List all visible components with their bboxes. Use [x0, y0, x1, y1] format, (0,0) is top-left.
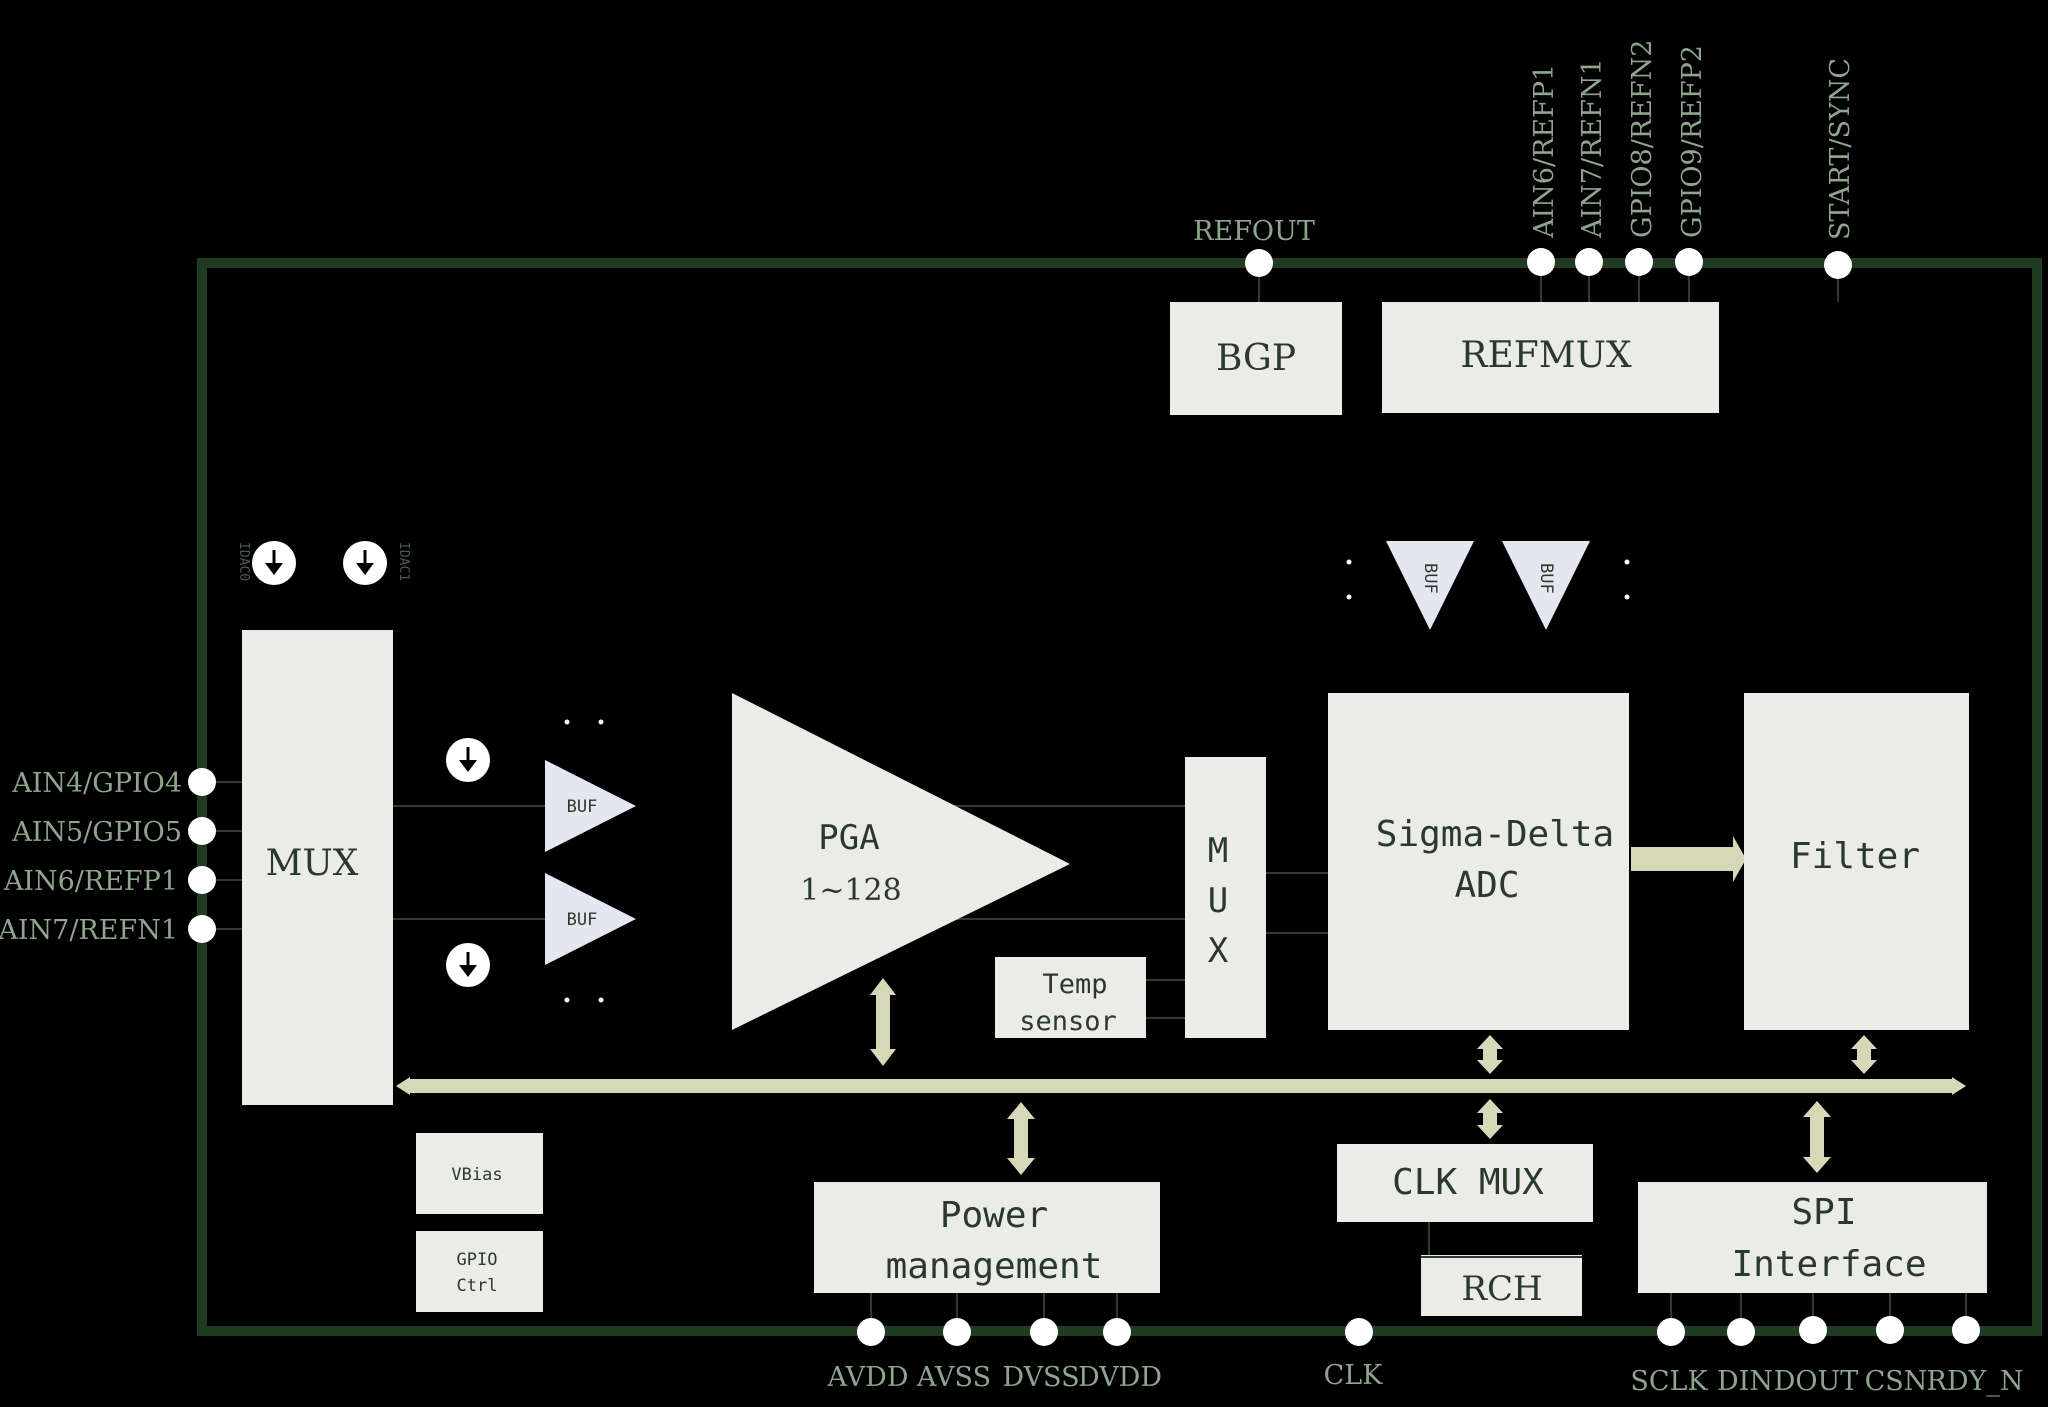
bias-arrow-bottom-icon: [444, 941, 492, 989]
pin-sclk: [1657, 1318, 1685, 1346]
bgp-label: BGP: [1216, 338, 1296, 379]
mux-mid-block: [1185, 757, 1266, 1038]
label-avdd: AVDD: [827, 1362, 909, 1393]
vbias-block: [416, 1133, 543, 1214]
filter-label: Filter: [1790, 836, 1920, 877]
internal-bus: [396, 1077, 1966, 1095]
label-ref-1: AIN7/REFN1: [1577, 58, 1608, 239]
pin-avdd: [857, 1318, 885, 1346]
pin-left-0: [188, 768, 216, 796]
mux-mid-u: U: [1208, 881, 1228, 921]
ref-buf-right-label: BUF: [1536, 563, 1556, 594]
buf-bottom-label: BUF: [567, 910, 598, 930]
label-din: DIN: [1717, 1366, 1773, 1397]
internal-wires: [216, 781, 1430, 1255]
gpio-ctrl-line2: Ctrl: [457, 1276, 498, 1296]
bottom-pins: AVDD AVSS DVSS DVDD CLK SCLK DIN DOUT CS…: [827, 1293, 2024, 1397]
label-csn: CSN: [1865, 1366, 1928, 1397]
pin-din: [1727, 1318, 1755, 1346]
left-pins: AIN4/GPIO4 AIN5/GPIO5 AIN6/REFP1 AIN7/RE…: [0, 768, 216, 946]
rch-label: RCH: [1461, 1269, 1542, 1309]
pin-dvss: [1030, 1318, 1058, 1346]
mux-block: [242, 630, 393, 1105]
label-rdy-n: RDY_N: [1927, 1366, 2024, 1397]
bias-arrow-top-icon: [444, 736, 492, 784]
pin-refout: [1245, 249, 1273, 277]
pga-gain: 1~128: [800, 873, 901, 908]
refmux-label: REFMUX: [1460, 335, 1632, 376]
vbias-label: VBias: [451, 1165, 502, 1185]
power-line1: Power: [940, 1195, 1048, 1236]
pin-rdy-n: [1952, 1316, 1980, 1344]
clk-mux-label: CLK MUX: [1392, 1162, 1544, 1203]
temp-sensor-line2: sensor: [1019, 1006, 1117, 1037]
gpio-ctrl-line1: GPIO: [457, 1250, 498, 1270]
pin-ref-2: [1625, 248, 1653, 276]
adc-to-filter-arrow: [1631, 836, 1746, 882]
ref-buf-left: [1386, 541, 1474, 630]
buf-top-label: BUF: [567, 797, 598, 817]
sigma-delta-adc-block: [1328, 693, 1629, 1030]
label-left-3: AIN7/REFN1: [0, 915, 178, 946]
pin-ref-1: [1575, 248, 1603, 276]
spi-interface-block: [1638, 1182, 1987, 1293]
label-idac1: IDAC1: [396, 542, 411, 581]
label-avss: AVSS: [916, 1362, 991, 1393]
label-clk: CLK: [1324, 1360, 1384, 1391]
buf-top: [545, 760, 636, 852]
idac1-arrow-icon: [341, 539, 389, 587]
pin-dvdd: [1103, 1318, 1131, 1346]
bus-links: [870, 978, 1877, 1175]
temp-sensor-block: [995, 957, 1146, 1038]
idac-sources: IDAC0 IDAC1: [236, 539, 492, 989]
spi-line2: Interface: [1731, 1244, 1926, 1285]
label-dvdd: DVDD: [1078, 1362, 1162, 1393]
sigma-delta-line2: ADC: [1454, 865, 1519, 906]
label-refout: REFOUT: [1193, 216, 1315, 247]
label-dout: DOUT: [1774, 1366, 1859, 1397]
power-management-block: [814, 1182, 1160, 1293]
sigma-delta-line1: Sigma-Delta: [1376, 814, 1614, 855]
filter-block: [1744, 693, 1969, 1030]
mux-label: MUX: [266, 843, 359, 884]
ref-buf-left-label: BUF: [1420, 563, 1440, 594]
mux-mid-m: M: [1208, 831, 1228, 871]
ref-buf-right: [1502, 541, 1590, 630]
rch-block: [1421, 1255, 1582, 1316]
label-ref-2: GPIO8/REFN2: [1627, 40, 1658, 238]
pin-csn: [1876, 1316, 1904, 1344]
refmux-block: [1382, 302, 1719, 413]
label-left-0: AIN4/GPIO4: [11, 768, 182, 799]
gpio-ctrl-block: [416, 1231, 543, 1312]
pga-label: PGA: [818, 818, 879, 858]
label-left-2: AIN6/REFP1: [3, 866, 178, 897]
pga-block: [732, 693, 1070, 1030]
pin-clk: [1345, 1318, 1373, 1346]
pin-avss: [943, 1318, 971, 1346]
pin-start-sync: [1824, 251, 1852, 279]
pin-ref-3: [1675, 248, 1703, 276]
spi-line1: SPI: [1791, 1192, 1856, 1233]
pin-left-2: [188, 866, 216, 894]
buf-bottom: [545, 873, 636, 965]
idac0-arrow-icon: [250, 539, 298, 587]
label-ref-3: GPIO9/REFP2: [1677, 45, 1708, 238]
label-start-sync: START/SYNC: [1825, 58, 1856, 240]
power-line2: management: [886, 1246, 1103, 1287]
pin-dout: [1799, 1316, 1827, 1344]
label-dvss: DVSS: [1002, 1362, 1079, 1393]
top-pins: REFOUT AIN6/REFP1 AIN7/REFN1 GPIO8/REFN2…: [1193, 40, 1856, 302]
bgp-block: [1170, 302, 1342, 415]
mux-mid-x: X: [1208, 931, 1229, 971]
label-left-1: AIN5/GPIO5: [11, 817, 182, 848]
label-idac0: IDAC0: [236, 542, 251, 581]
temp-sensor-line1: Temp: [1042, 969, 1107, 1000]
label-ref-0: AIN6/REFP1: [1529, 64, 1560, 239]
pin-left-1: [188, 817, 216, 845]
pin-ref-0: [1527, 248, 1555, 276]
label-sclk: SCLK: [1630, 1366, 1708, 1397]
pin-left-3: [188, 915, 216, 943]
clk-mux-block: [1337, 1144, 1593, 1222]
